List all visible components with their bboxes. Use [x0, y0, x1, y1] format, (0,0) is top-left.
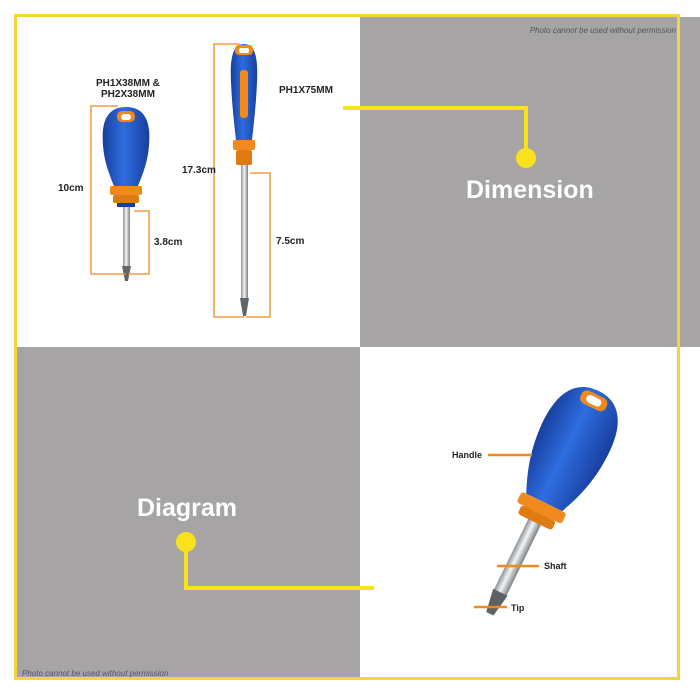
- dimension-title-panel: [360, 17, 700, 350]
- dimension-photo-panel: [17, 17, 360, 350]
- diagram-heading: Diagram: [137, 494, 238, 522]
- long-screwdriver-image: [230, 44, 258, 316]
- yellow-frame: [14, 14, 680, 680]
- long-shaft-length-label: 7.5cm: [276, 236, 305, 247]
- handle-part-label: Handle: [452, 450, 483, 460]
- diagram-screwdriver-image: [486, 386, 618, 616]
- shaft-part-label: Shaft: [544, 561, 567, 571]
- diagram-pointer-lines: [474, 453, 539, 609]
- short-model-line-1: PH1X38MM &: [96, 78, 160, 89]
- dimension-connector: [343, 106, 536, 168]
- short-screwdriver-image: [102, 107, 150, 281]
- dimension-brackets: [90, 43, 271, 318]
- short-model-line-2: PH2X38MM: [101, 89, 155, 100]
- top-permission-notice: Photo cannot be used without permission: [529, 26, 676, 35]
- dimension-heading: Dimension: [466, 176, 594, 204]
- diagram-title-panel: [17, 347, 360, 680]
- tip-part-label: Tip: [511, 603, 525, 613]
- bottom-permission-notice: Photo cannot be used without permission: [22, 669, 169, 678]
- short-shaft-length-label: 3.8cm: [154, 237, 183, 248]
- diagram-connector: [176, 532, 374, 590]
- short-model-label: PH1X38MM & PH2X38MM: [96, 78, 160, 100]
- long-model-label: PH1X75MM: [279, 85, 333, 96]
- long-total-length-label: 17.3cm: [182, 165, 216, 176]
- short-total-length-label: 10cm: [58, 183, 84, 194]
